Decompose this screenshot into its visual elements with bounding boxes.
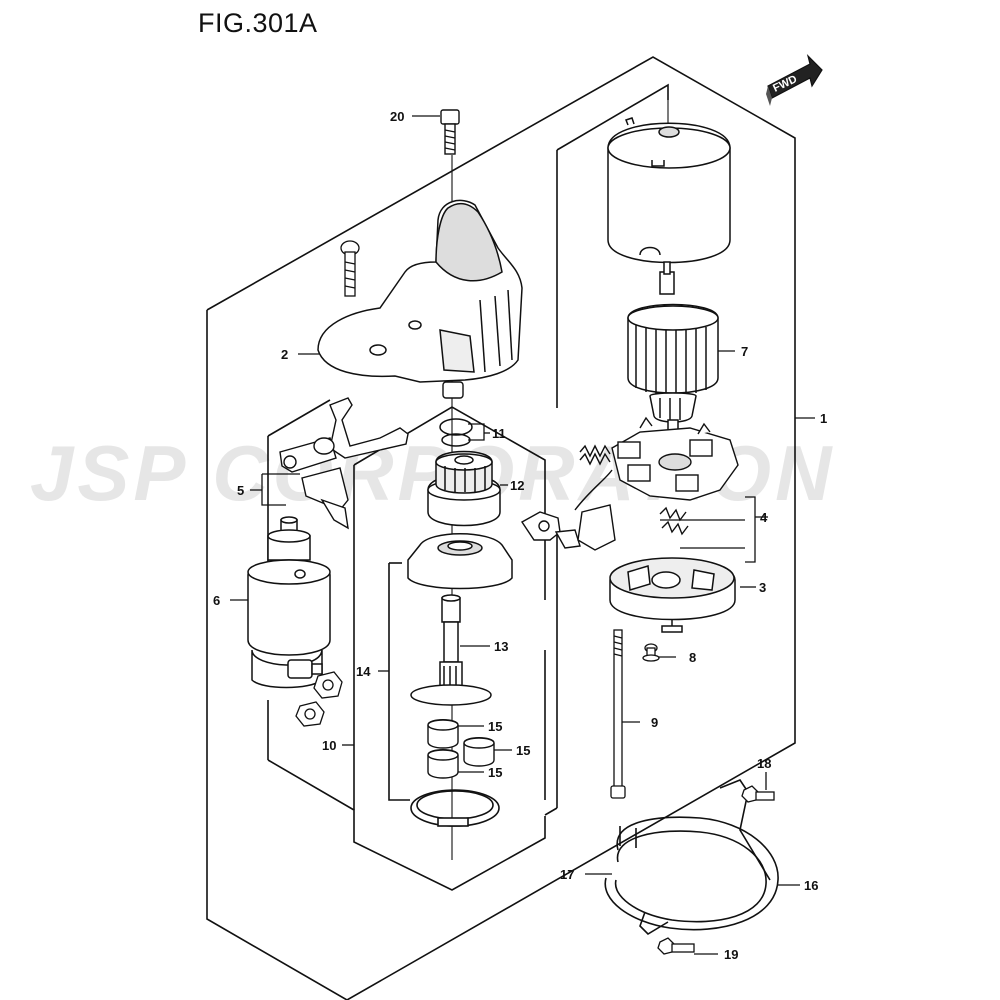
callout-3: 3 <box>759 580 766 595</box>
callout-2: 2 <box>281 347 288 362</box>
brush-holder-part-4 <box>611 416 739 501</box>
figure-title: FIG.301A <box>198 8 318 38</box>
callout-12: 12 <box>510 478 524 493</box>
motor-group-frame <box>556 83 669 151</box>
callout-16: 16 <box>804 878 818 893</box>
bolt-part-19 <box>657 937 695 955</box>
screw-part-8 <box>642 643 660 662</box>
callout-9: 9 <box>651 715 658 730</box>
callout-20: 20 <box>390 109 404 124</box>
lever-part-5 <box>279 397 409 530</box>
callout-15a: 15 <box>488 719 502 734</box>
callout-5: 5 <box>237 483 244 498</box>
nut-icon <box>295 671 343 727</box>
ring-gear-icon <box>410 789 500 827</box>
callout-8: 8 <box>689 650 696 665</box>
callout-11: 11 <box>492 426 506 441</box>
leader-lines <box>230 115 815 955</box>
spring-icon <box>579 444 689 536</box>
callout-4: 4 <box>760 510 768 525</box>
callout-17: 17 <box>560 867 574 882</box>
through-bolt-part-9 <box>610 629 626 799</box>
callout-10: 10 <box>322 738 336 753</box>
armature-part-7 <box>627 261 719 441</box>
callout-6: 6 <box>213 593 220 608</box>
bolt-part-20 <box>440 109 460 155</box>
ring-part-11 <box>439 418 473 447</box>
callout-1: 1 <box>820 411 827 426</box>
yoke-icon <box>607 117 731 264</box>
callout-7: 7 <box>741 344 748 359</box>
gear-cover-icon <box>407 533 513 590</box>
planet-gear-icon <box>427 719 495 779</box>
callout-19: 19 <box>724 947 738 962</box>
screw-icon <box>340 240 360 297</box>
terminal-lead-icon <box>520 469 616 551</box>
solenoid-part-6 <box>247 516 331 689</box>
bolt-part-18 <box>741 785 775 803</box>
shaft-part-13 <box>410 594 492 706</box>
callout-15b: 15 <box>516 743 530 758</box>
fwd-arrow-icon: FWD <box>766 54 823 106</box>
callout-18: 18 <box>757 756 771 771</box>
callout-14: 14 <box>356 664 371 679</box>
front-housing-part-2 <box>317 199 523 383</box>
bushing-icon <box>442 381 464 399</box>
end-cover-part-3 <box>609 557 736 633</box>
gear-group-frame <box>267 399 331 437</box>
callout-13: 13 <box>494 639 508 654</box>
outer-frame <box>206 56 796 1000</box>
pinion-gear-part-12 <box>427 450 501 527</box>
callout-15c: 15 <box>488 765 502 780</box>
